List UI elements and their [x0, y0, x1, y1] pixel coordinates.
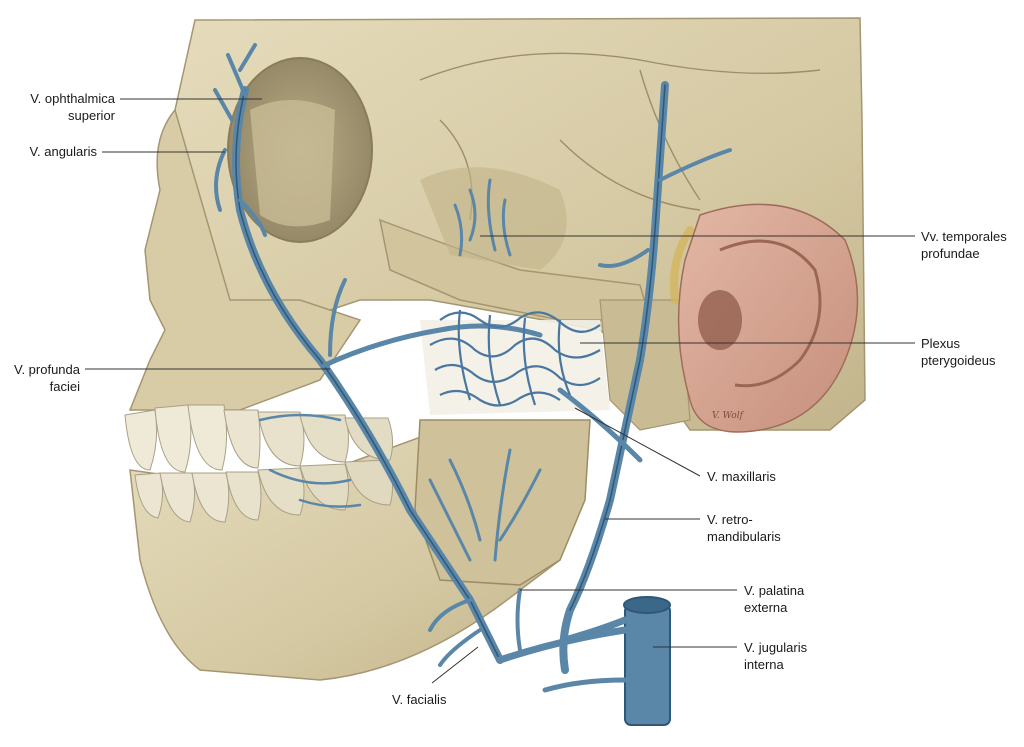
suture-lines — [419, 52, 821, 221]
artist-signature: V. Wolf — [712, 411, 745, 421]
vein-network — [213, 43, 732, 693]
label-v-retromandibularis: V. retro- mandibularis — [707, 511, 781, 545]
label-v-profunda-faciei: V. profunda faciei — [0, 361, 80, 395]
label-line: faciei — [49, 379, 80, 394]
label-line: externa — [744, 600, 788, 615]
label-v-ophthalmica-superior: V. ophthalmica superior — [0, 90, 115, 124]
label-line: interna — [744, 657, 784, 672]
leader-lines — [85, 98, 915, 684]
label-v-angularis: V. angularis — [0, 143, 97, 160]
label-line: superior — [68, 108, 115, 123]
label-line: V. ophthalmica — [30, 91, 115, 106]
mastoid — [599, 299, 691, 431]
orbit-wall — [250, 100, 335, 227]
label-line: Vv. temporales — [921, 229, 1007, 244]
temporal-fossa — [420, 167, 567, 270]
label-line: mandibularis — [707, 529, 781, 544]
label-line: profundae — [921, 246, 980, 261]
label-v-jugularis-interna: V. jugularis interna — [744, 639, 807, 673]
jugular-vein — [623, 596, 671, 726]
label-line: pterygoideus — [921, 353, 996, 368]
lower-teeth — [134, 459, 394, 523]
label-line: V. facialis — [392, 692, 447, 707]
label-plexus-pterygoideus: Plexus pterygoideus — [921, 335, 995, 369]
label-v-facialis: V. facialis — [392, 691, 446, 708]
pterygoid-plexus — [429, 309, 601, 407]
label-line: V. maxillaris — [707, 469, 776, 484]
label-line: V. retro- — [707, 512, 753, 527]
label-line: V. jugularis — [744, 640, 808, 655]
label-line: Plexus — [921, 336, 961, 351]
label-line: V. angularis — [29, 144, 97, 159]
label-line: V. profunda — [13, 362, 80, 377]
upper-teeth — [124, 404, 394, 473]
label-vv-temporales-profundae: Vv. temporales profundae — [921, 228, 1007, 262]
label-v-maxillaris: V. maxillaris — [707, 468, 776, 485]
label-v-palatina-externa: V. palatina externa — [744, 582, 804, 616]
label-line: V. palatina — [744, 583, 805, 598]
